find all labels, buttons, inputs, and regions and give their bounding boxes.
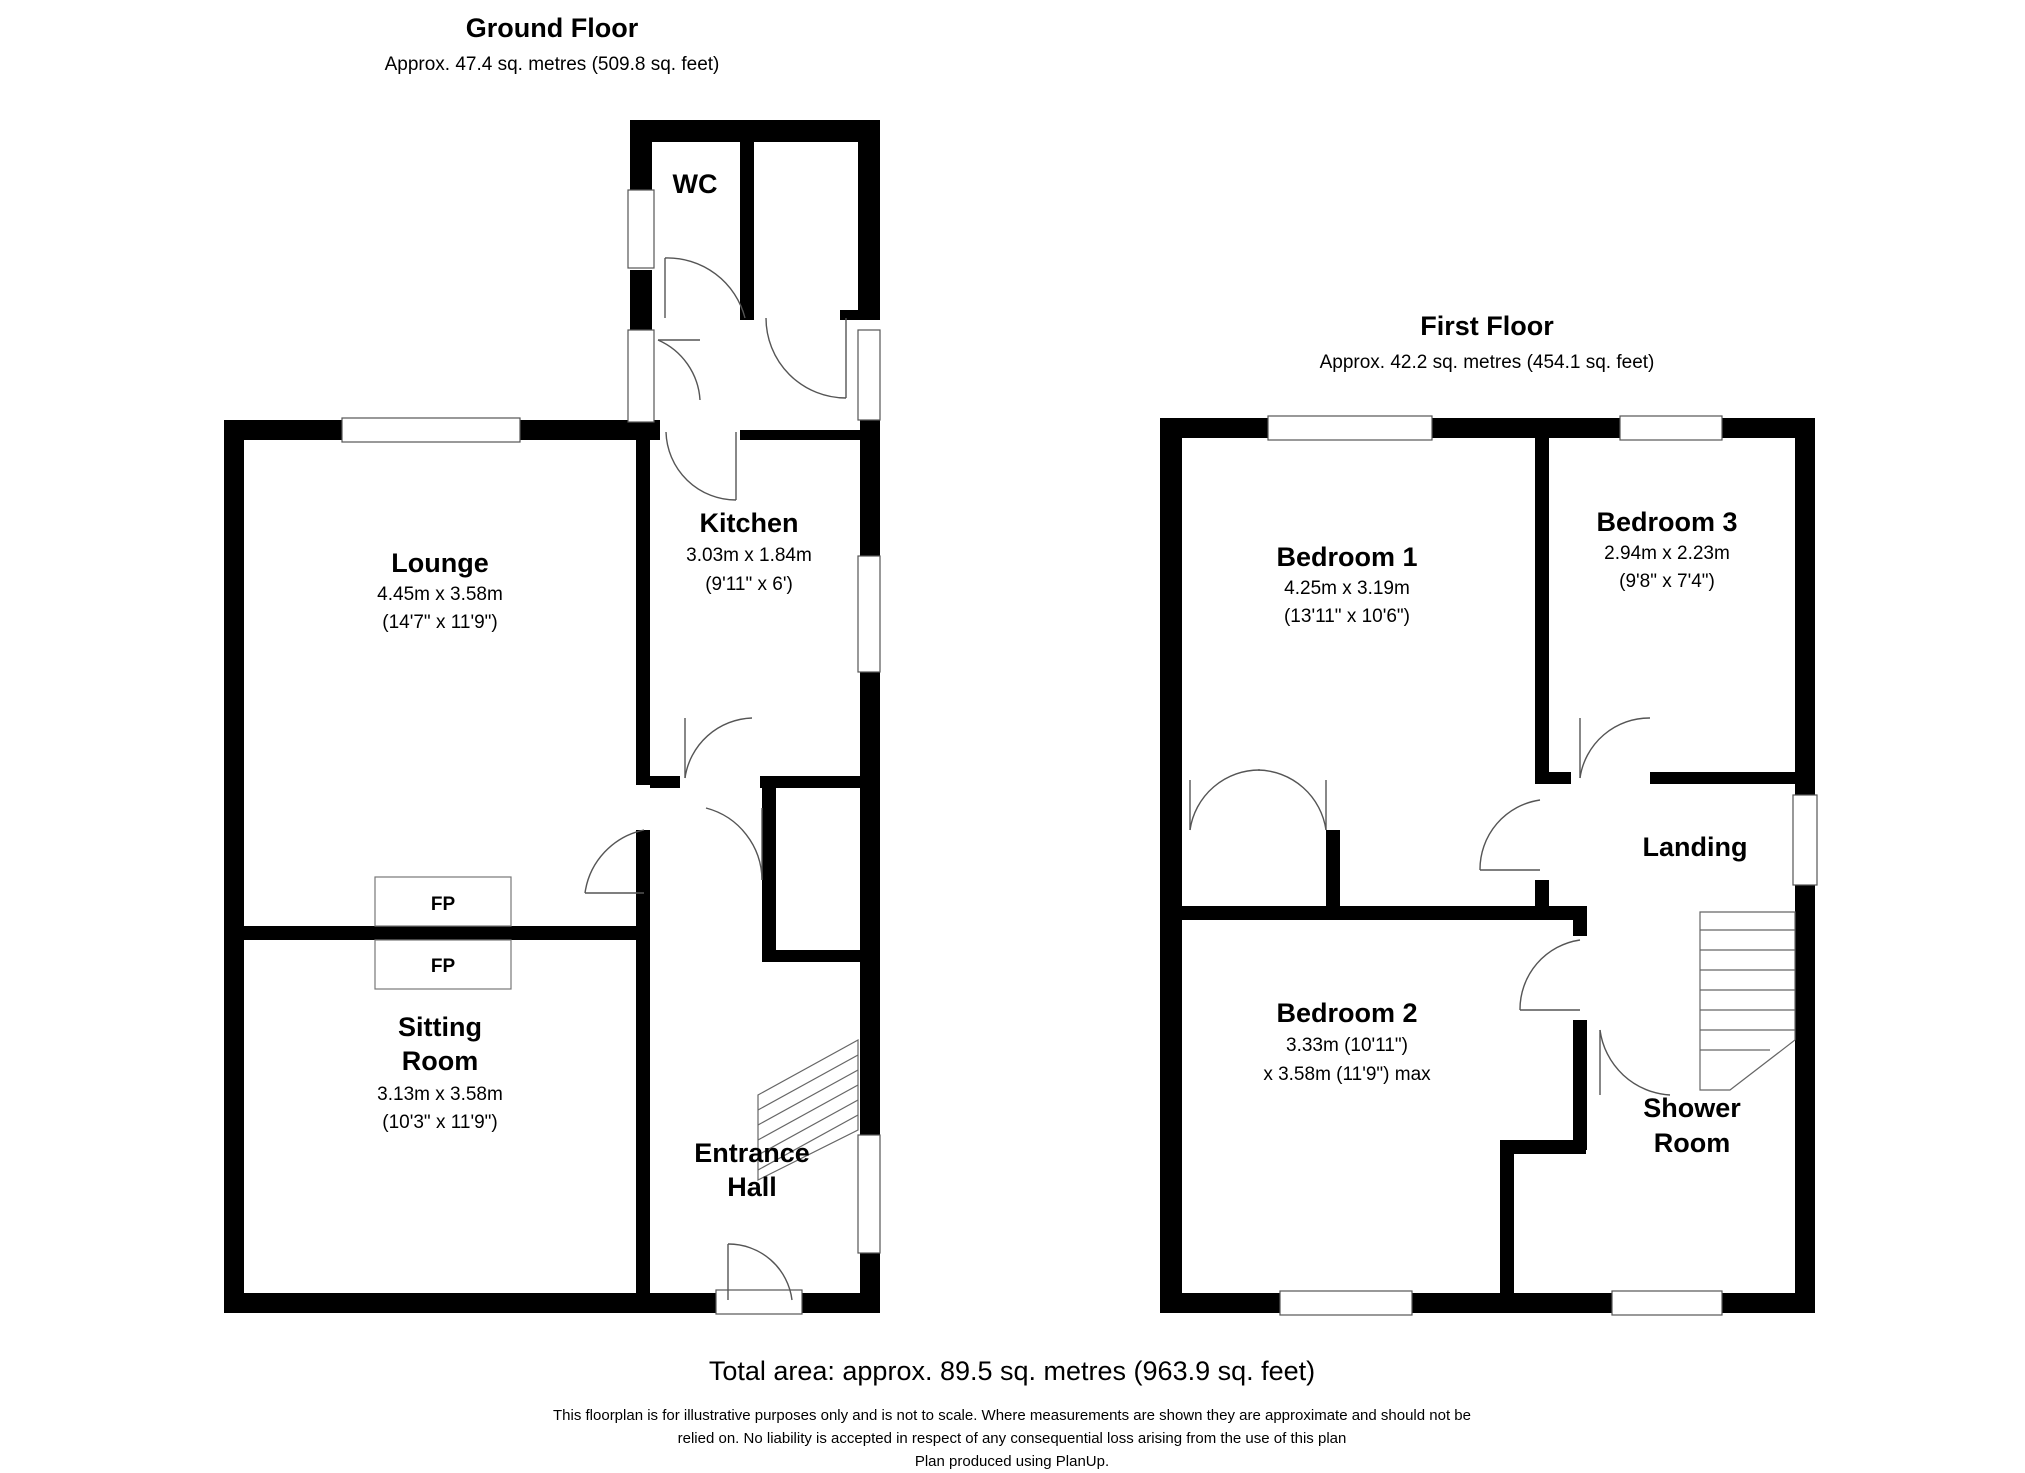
hall-window	[857, 1134, 881, 1254]
sitting-fireplace-label: FP	[431, 956, 456, 977]
footer: Total area: approx. 89.5 sq. metres (963…	[553, 1356, 1471, 1470]
bedroom2-window	[1279, 1290, 1413, 1316]
bedroom3-name: Bedroom 3	[1596, 507, 1737, 537]
ground-floor-walls	[224, 120, 880, 1313]
sitting-room-dim-imperial: (10'3" x 11'9")	[382, 1112, 497, 1133]
lounge-fireplace-label: FP	[431, 894, 456, 915]
shower-room-name-line1: Shower	[1643, 1093, 1741, 1123]
kitchen-name: Kitchen	[699, 508, 798, 538]
bedroom1-window	[1267, 415, 1433, 441]
cupboard-door-icon	[705, 807, 763, 881]
wc-window	[627, 189, 655, 269]
wardrobe-left-door-icon	[1189, 769, 1261, 831]
bedroom1-dim-imperial: (13'11" x 10'6")	[1284, 606, 1410, 627]
shower-room-window	[1611, 1290, 1723, 1316]
front-door-frame	[715, 1289, 803, 1315]
lounge-name: Lounge	[391, 548, 488, 578]
sitting-room-dim-metric: 3.13m x 3.58m	[377, 1084, 503, 1105]
first-floor-doors	[1189, 717, 1671, 1096]
first-floor: First Floor Approx. 42.2 sq. metres (454…	[1160, 311, 1818, 1316]
ground-floor-title: Ground Floor	[466, 13, 639, 43]
lounge-fireplace	[374, 876, 512, 927]
store-door-icon	[765, 317, 847, 399]
ground-floor-stairs	[757, 1038, 859, 1181]
ground-floor-windows	[341, 189, 881, 1254]
wc-name: WC	[673, 169, 718, 199]
first-floor-stairs	[1699, 911, 1796, 1091]
shower-room-name-line2: Room	[1654, 1128, 1731, 1158]
shower-room-door-icon	[1599, 1029, 1671, 1096]
rear-store-window	[857, 329, 881, 421]
ground-floor-doors	[584, 257, 847, 1315]
entrance-hall-name-line1: Entrance	[694, 1138, 810, 1168]
sitting-fireplace	[374, 939, 512, 990]
bedroom3-dim-metric: 2.94m x 2.23m	[1604, 543, 1730, 564]
disclaimer-line3: Plan produced using PlanUp.	[915, 1453, 1109, 1470]
sitting-room-name-line1: Sitting	[398, 1012, 482, 1042]
disclaimer-line2: relied on. No liability is accepted in r…	[678, 1430, 1347, 1447]
landing-name: Landing	[1643, 832, 1748, 862]
rear-lobby-window	[627, 329, 655, 423]
total-area: Total area: approx. 89.5 sq. metres (963…	[709, 1356, 1315, 1386]
lounge-dim-imperial: (14'7" x 11'9")	[382, 612, 497, 633]
entrance-hall-name-line2: Hall	[727, 1172, 777, 1202]
first-floor-title: First Floor	[1420, 311, 1554, 341]
bedroom3-window	[1619, 415, 1723, 441]
back-door-icon	[657, 339, 701, 401]
bedroom2-dim-line1: 3.33m (10'11")	[1286, 1035, 1408, 1056]
bedroom1-door-icon	[1479, 799, 1541, 871]
first-floor-area: Approx. 42.2 sq. metres (454.1 sq. feet)	[1320, 352, 1655, 373]
bedroom1-name: Bedroom 1	[1276, 542, 1417, 572]
bedroom2-dim-line2: x 3.58m (11'9") max	[1263, 1064, 1431, 1085]
kitchen-rear-door-icon	[665, 431, 737, 501]
first-floor-windows	[1267, 415, 1818, 1316]
bedroom3-door-icon	[1579, 717, 1651, 779]
kitchen-window	[857, 555, 881, 673]
kitchen-dim-metric: 3.03m x 1.84m	[686, 545, 812, 566]
fireplaces: FP FP	[374, 876, 512, 990]
ground-floor-area: Approx. 47.4 sq. metres (509.8 sq. feet)	[385, 54, 720, 75]
wardrobe-right-door-icon	[1257, 769, 1327, 831]
bedroom3-dim-imperial: (9'8" x 7'4")	[1619, 571, 1715, 592]
kitchen-dim-imperial: (9'11" x 6')	[705, 574, 793, 595]
bedroom2-name: Bedroom 2	[1276, 998, 1417, 1028]
kitchen-door-icon	[684, 717, 753, 779]
lounge-dim-metric: 4.45m x 3.58m	[377, 584, 503, 605]
bedroom1-dim-metric: 4.25m x 3.19m	[1284, 578, 1410, 599]
lounge-window	[341, 417, 521, 443]
disclaimer-line1: This floorplan is for illustrative purpo…	[553, 1407, 1471, 1424]
landing-window	[1792, 794, 1818, 886]
front-door-icon	[727, 1243, 793, 1301]
wc-door-icon	[664, 257, 746, 319]
lounge-door-icon	[584, 829, 645, 894]
sitting-room-name-line2: Room	[402, 1046, 479, 1076]
ground-floor: Ground Floor Approx. 47.4 sq. metres (50…	[224, 13, 881, 1315]
bedroom2-door-icon	[1519, 939, 1581, 1011]
